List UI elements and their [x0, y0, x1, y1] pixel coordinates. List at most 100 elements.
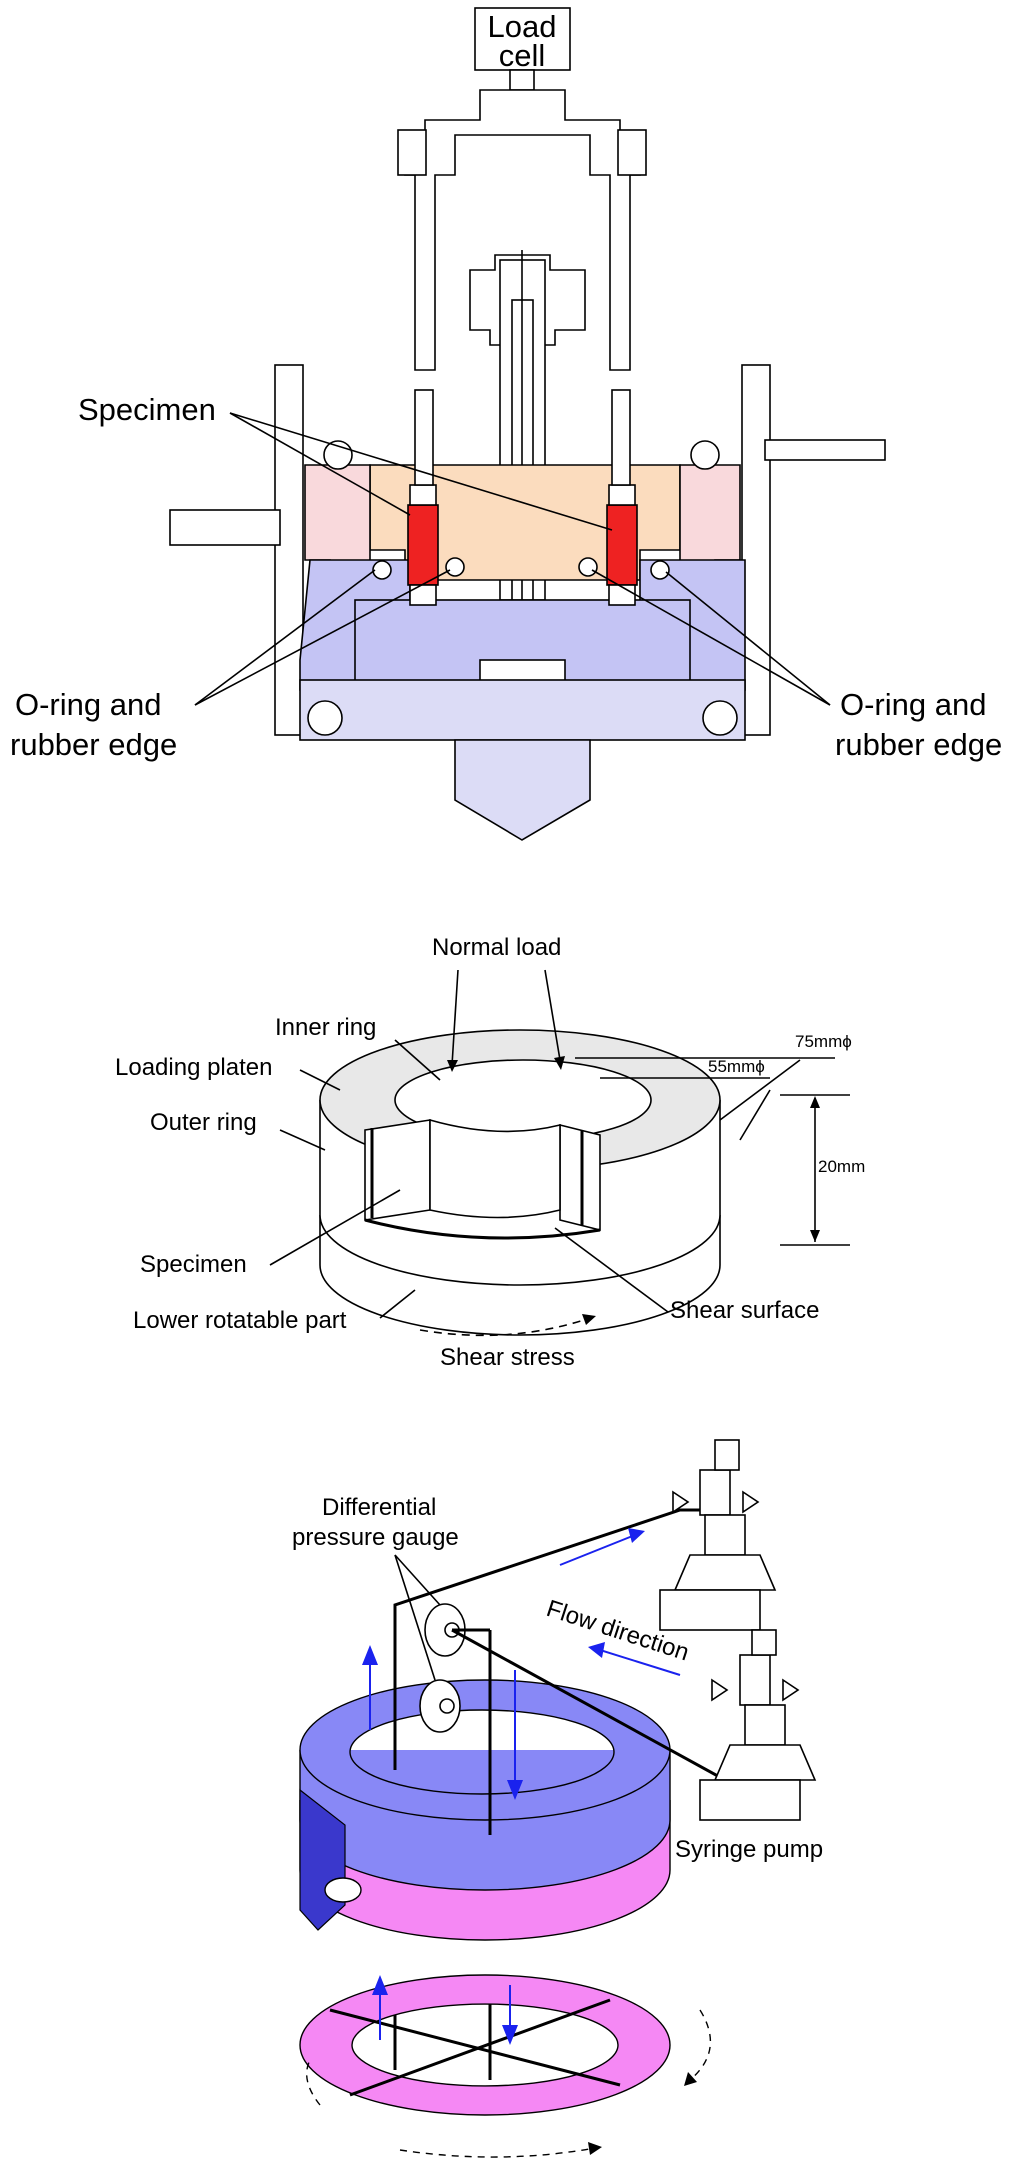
flow-arrow-bottom-down-head [502, 2025, 518, 2045]
lower-pump-barrel [744, 1704, 786, 1746]
specimen-leader-right [229, 412, 613, 531]
upper-pump-base [659, 1589, 761, 1631]
specimen-label: Specimen [78, 392, 216, 427]
normal-load-arrow-1 [451, 969, 459, 1066]
flow-system-diagram: Differential pressure gauge Flow directi… [292, 1439, 823, 2158]
dim-height-arrow-down [810, 1230, 820, 1242]
pipe-upper [393, 1508, 700, 1770]
flow-arrow-top-line [559, 1534, 636, 1566]
specimen-leader-left [229, 412, 411, 516]
specimen-left [407, 504, 439, 586]
lower-pump-barrel-head [739, 1654, 771, 1706]
oring-leader-right-2 [591, 569, 831, 706]
load-cell-label-2: cell [499, 38, 546, 73]
lower-rotatable-label: Lower rotatable part [133, 1307, 347, 1334]
shear-stress-arrowhead [582, 1314, 596, 1325]
flow-arrow-down-head [507, 1780, 523, 1800]
cross-brace-1 [329, 2008, 621, 2087]
normal-load-label: Normal load [432, 934, 561, 961]
dim-outer-arrow [719, 1059, 801, 1121]
flow-arrow-up-head [362, 1645, 378, 1665]
cross-brace-2 [349, 1998, 611, 2097]
rotation-arrowhead-right [684, 2072, 697, 2086]
load-cell-box [474, 7, 571, 71]
rotation-arrowhead-bottom [588, 2142, 602, 2155]
oring-right-outer [650, 560, 670, 580]
apparatus-cross-section: Load cell [10, 7, 1002, 841]
lower-valve-left [711, 1678, 729, 1702]
rotation-arrow-left [306, 2059, 321, 2106]
right-load-rod [611, 389, 631, 486]
lower-syringe-pump [699, 1629, 817, 1821]
syringe-pump-label: Syringe pump [675, 1836, 823, 1863]
left-lever-arm [169, 509, 281, 546]
flow-arrow-top-head [628, 1528, 645, 1543]
specimen-b-leader [269, 1189, 401, 1266]
oring-leader-left-1 [194, 569, 376, 706]
normal-load-arrowhead-2 [554, 1056, 565, 1070]
oring-upper-right [690, 440, 720, 470]
specimen-left-base [409, 584, 437, 606]
oring-left [445, 557, 465, 577]
oring-left-label-1: O-ring and [15, 687, 161, 722]
flow-arrow-bottom-up-head [372, 1975, 388, 1995]
outer-ring-leader [279, 1129, 326, 1151]
specimen-right-cap [608, 484, 636, 506]
dim-height-label: 20mm [818, 1157, 865, 1176]
dim-height-arrow-up [810, 1096, 820, 1108]
spindle [454, 739, 591, 841]
specimen-right-base [608, 584, 636, 606]
upper-syringe-pump [659, 1439, 777, 1631]
specimen-left-cap [409, 484, 437, 506]
shear-surface-leader [554, 1227, 669, 1313]
gauge-lower-port [439, 1698, 455, 1714]
lower-pump-cone [713, 1744, 817, 1781]
oring-left-outer [372, 560, 392, 580]
normal-load-arrowhead-1 [447, 1060, 458, 1072]
oring-leader-right-1 [665, 571, 831, 706]
dim-inner-arrow [739, 1089, 771, 1141]
shear-surface-label: Shear surface [670, 1297, 819, 1324]
upper-pump-barrel-head [699, 1469, 731, 1516]
flow-arrow-mid-head [588, 1642, 605, 1658]
ring-shear-cell-diagram: Normal load Inner ring Loading platen Ou… [115, 934, 865, 1371]
inner-ring-label: Inner ring [275, 1014, 376, 1041]
left-load-rod [414, 389, 434, 486]
rotation-arrow-bottom [399, 2147, 596, 2158]
upper-pump-cone [673, 1554, 777, 1591]
outlet-port [324, 1877, 362, 1903]
upper-valve-right [742, 1490, 760, 1514]
oring-upper-left [323, 440, 353, 470]
gauge-label-1: Differential [322, 1494, 436, 1521]
oring-right-label-1: O-ring and [840, 687, 986, 722]
specimen-b-label: Specimen [140, 1251, 247, 1278]
lower-valve-right [782, 1678, 800, 1702]
oring-leader-left-2 [194, 569, 451, 706]
gauge-leader-1 [394, 1554, 441, 1606]
dim-inner-label: 55mmϕ [708, 1057, 765, 1076]
lower-pump-plunger [751, 1629, 777, 1656]
lower-base-block [354, 599, 691, 691]
shear-stress-label: Shear stress [440, 1344, 575, 1371]
shear-stress-arrow [419, 1317, 591, 1337]
upper-valve-left [672, 1490, 690, 1514]
oring-right [578, 557, 598, 577]
oring-left-label-2: rubber edge [10, 727, 177, 762]
bearing-left [307, 700, 343, 736]
specimen-right [606, 504, 638, 586]
inner-ring-leader [394, 1039, 441, 1081]
right-lever-arm [764, 439, 886, 461]
base-plate [299, 679, 746, 741]
gauge-leader-2 [394, 1554, 436, 1681]
pipe-to-lower-pump [451, 1628, 726, 1782]
bearing-right [702, 700, 738, 736]
oring-right-label-2: rubber edge [835, 727, 1002, 762]
cutaway-right-face [559, 1123, 601, 1232]
outer-ring-label: Outer ring [150, 1109, 257, 1136]
flow-arrow-mid-line [599, 1649, 681, 1676]
yoke-right-cap [617, 129, 647, 176]
loading-platen-leader [299, 1069, 341, 1091]
upper-pump-barrel [704, 1514, 746, 1556]
inner-ring-face [429, 1118, 561, 1219]
